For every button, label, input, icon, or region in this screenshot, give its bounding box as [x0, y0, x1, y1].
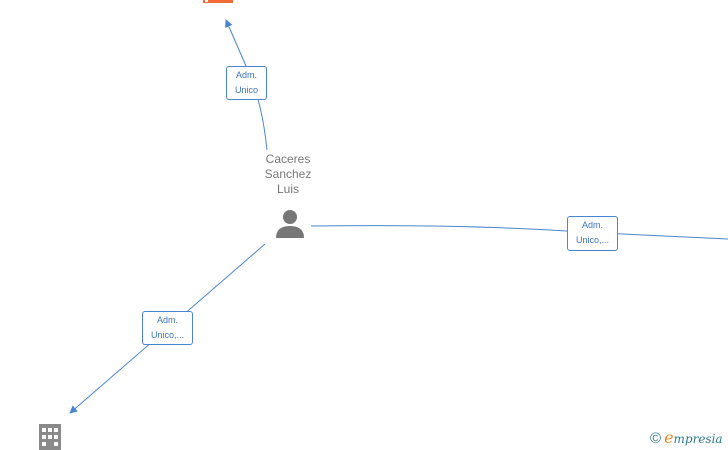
- person-name-line-1: Caceres: [265, 152, 311, 166]
- empresia-watermark: ©empresia: [650, 428, 723, 447]
- edge-label-right-line2: Unico,...: [575, 235, 609, 245]
- person-name-line-2: Sanchez: [264, 167, 312, 181]
- company-icon[interactable]: [203, 0, 233, 3]
- brand-initial: e: [664, 428, 674, 447]
- edge-label-top-line2: Unico: [234, 85, 258, 95]
- brand-name: mpresia: [673, 432, 723, 446]
- edge-label-right-line1: Adm.: [581, 220, 603, 230]
- edge-label-right[interactable]: Adm. Unico,...: [567, 216, 618, 251]
- edge-label-top[interactable]: Adm. Unico: [226, 66, 267, 100]
- person-name[interactable]: Caceres Sanchez Luis: [248, 152, 328, 197]
- edge-to-right-company: [310, 225, 728, 240]
- edge-label-left-line1: Adm.: [156, 315, 178, 325]
- edge-label-left-line2: Unico,...: [150, 330, 184, 340]
- edge-label-left[interactable]: Adm. Unico,...: [142, 311, 193, 345]
- person-icon[interactable]: [276, 210, 304, 238]
- building-icon[interactable]: [39, 424, 61, 450]
- copyright-symbol: ©: [650, 430, 662, 447]
- edge-label-top-line1: Adm.: [235, 70, 257, 80]
- person-name-line-3: Luis: [276, 182, 299, 196]
